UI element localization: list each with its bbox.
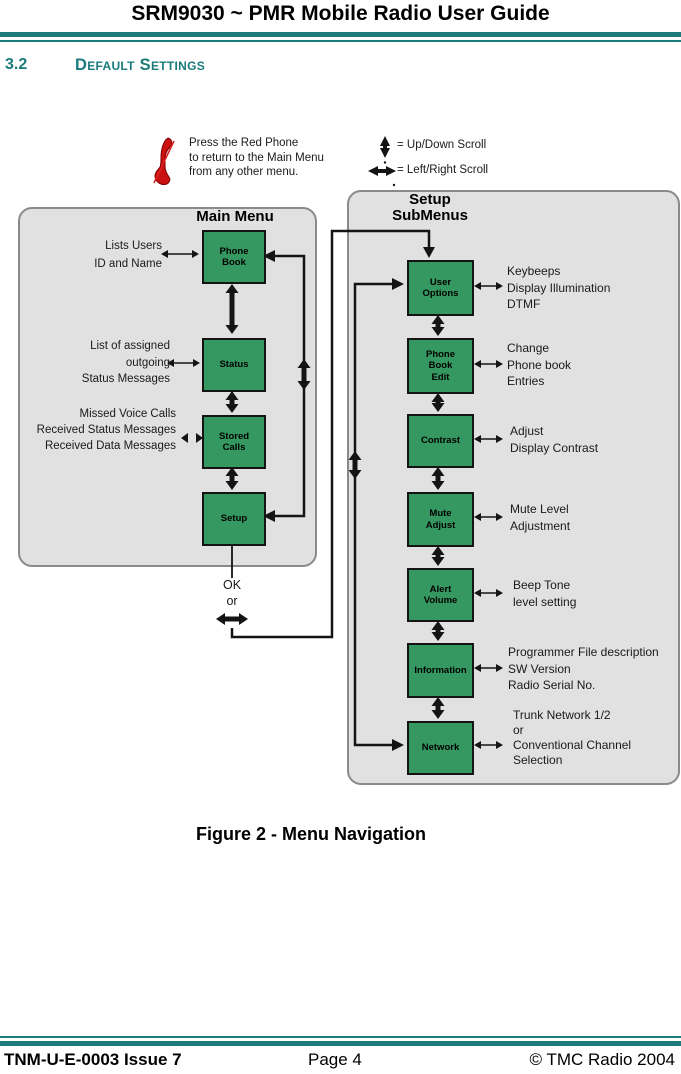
submenu-box-contrast: Contrast (407, 414, 474, 468)
annotation-network: Trunk Network 1/2 or Conventional Channe… (513, 708, 632, 767)
leftright-scroll-label: = Left/Right Scroll (397, 164, 489, 176)
annotation-contrast: Adjust Display Contrast (510, 424, 599, 455)
annotation-mute-adjust: Mute Level Adjustment (510, 502, 571, 533)
menu-box-status: Status (202, 338, 266, 392)
submenu-box-mute-adjust: Mute Adjust (407, 492, 474, 547)
footer-doc-id: TNM-U-E-0003 Issue 7 (4, 1050, 182, 1069)
red-phone-icon (153, 137, 175, 186)
figure-caption: Figure 2 - Menu Navigation (196, 824, 427, 844)
annotation-phone-book: Lists Users ID and Name (94, 240, 162, 270)
annotation-information: Programmer File description SW Version R… (508, 645, 659, 692)
footer-rule-thin (0, 1036, 681, 1038)
annotation-phone-book-edit: Change Phone book Entries (507, 341, 572, 388)
footer-page-number: Page 4 (308, 1050, 362, 1069)
menu-box-phone-book: Phone Book (202, 230, 266, 284)
submenu-box-user-options: User Options (407, 260, 474, 316)
menu-box-setup: Setup (202, 492, 266, 546)
updown-scroll-label: = Up/Down Scroll (397, 139, 487, 151)
footer-copyright: © TMC Radio 2004 (529, 1050, 675, 1069)
submenu-box-network: Network (407, 721, 474, 775)
annotation-user-options: Keybeeps Display Illumination DTMF (507, 264, 611, 311)
section-heading: Default Settings (75, 56, 206, 74)
annotation-alert-volume: Beep Tone level setting (513, 578, 577, 609)
header-rule-thick (0, 32, 681, 37)
submenu-box-phone-book-edit: Phone Book Edit (407, 338, 474, 394)
page-title: SRM9030 ~ PMR Mobile Radio User Guide (131, 2, 550, 25)
submenu-box-alert-volume: Alert Volume (407, 568, 474, 622)
main-menu-title: Main Menu (196, 208, 274, 225)
annotation-status: List of assigned outgoing Status Message… (81, 340, 170, 385)
setup-submenus-title: Setup SubMenus (392, 191, 468, 224)
submenu-box-information: Information (407, 643, 474, 698)
menu-box-stored-calls: Stored Calls (202, 415, 266, 469)
leftright-scroll-icon (368, 166, 396, 187)
header-rule-thin (0, 40, 681, 42)
footer-rule-thick (0, 1041, 681, 1046)
ok-or-label: OK or (222, 578, 242, 608)
updown-scroll-icon (380, 136, 390, 164)
section-number: 3.2 (5, 56, 28, 73)
annotation-stored-calls: Missed Voice Calls Received Status Messa… (36, 408, 176, 452)
phone-note: Press the Red Phone to return to the Mai… (189, 137, 324, 178)
